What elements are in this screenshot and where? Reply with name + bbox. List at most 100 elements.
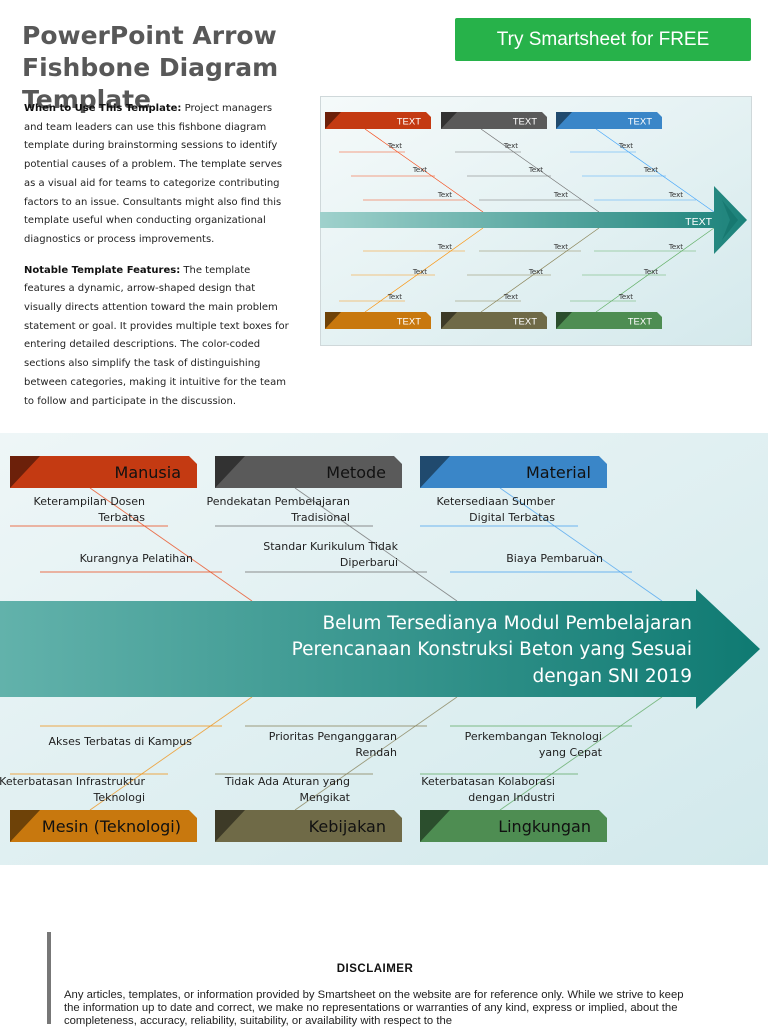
- thumbnail-cause-label: Text: [387, 293, 402, 301]
- thumbnail-bone-line: [364, 128, 484, 213]
- cause-text: Prioritas Penganggaran: [269, 730, 397, 743]
- cause-text: Perkembangan Teknologi: [465, 730, 602, 743]
- thumbnail-cause-label: Text: [528, 268, 543, 276]
- cause-text: Pendekatan Pembelajaran: [207, 495, 351, 508]
- problem-statement-line: Perencanaan Konstruksi Beton yang Sesuai: [292, 639, 692, 660]
- thumbnail-head-label: TEXT: [685, 216, 712, 228]
- thumbnail-category-banner: [325, 112, 431, 129]
- cause-text: Teknologi: [92, 791, 145, 804]
- thumbnail-cause-label: Text: [437, 191, 452, 199]
- thumbnail-category-banner: [441, 312, 547, 329]
- thumbnail-banner-accent: [556, 112, 572, 129]
- disclaimer-text: Any articles, templates, or information …: [64, 989, 684, 1027]
- thumbnail-cause-label: Text: [553, 191, 568, 199]
- features-text: The template features a dynamic, arrow-s…: [24, 264, 289, 407]
- category-banner-shape: [420, 810, 607, 842]
- features-paragraph: Notable Template Features: The template …: [24, 262, 292, 412]
- cause-text: Digital Terbatas: [469, 511, 555, 524]
- thumbnail-cause-label: Text: [618, 293, 633, 301]
- thumbnail-cause-label: Text: [412, 166, 427, 174]
- thumbnail-cause-label: Text: [387, 142, 402, 150]
- disclaimer-accent-bar: [47, 932, 51, 1024]
- try-smartsheet-button[interactable]: Try Smartsheet for FREE: [455, 18, 751, 61]
- thumbnail-bone-line: [480, 128, 600, 213]
- disclaimer-title: DISCLAIMER: [336, 963, 414, 975]
- category-banner-shape: [10, 810, 197, 842]
- category-banner-shape: [215, 810, 402, 842]
- thumbnail-category-banner: [556, 312, 662, 329]
- thumbnail-banner-accent: [441, 312, 457, 329]
- category-label: Lingkungan: [498, 817, 591, 836]
- thumbnail-bone-line: [480, 227, 600, 313]
- category-banner-top-0: Manusia: [10, 456, 197, 488]
- category-banner-top-1: Metode: [215, 456, 402, 488]
- page-title: PowerPoint Arrow Fishbone Diagram Templa…: [22, 21, 279, 114]
- thumbnail-banner-accent: [325, 112, 341, 129]
- cause-text: Mengikat: [300, 791, 351, 804]
- problem-statement-line: dengan SNI 2019: [532, 666, 692, 687]
- category-banner-accent: [420, 456, 450, 488]
- category-banner-accent: [215, 456, 245, 488]
- template-description: When to Use This Template: Project manag…: [24, 100, 292, 423]
- thumbnail-cause-label: Text: [668, 243, 683, 251]
- thumbnail-arrow-inner: [722, 200, 738, 240]
- thumbnail-category-banner: [556, 112, 662, 129]
- bottom-bone-line: [89, 696, 253, 811]
- cause-text: Rendah: [355, 746, 397, 759]
- thumbnail-category-banner: [441, 112, 547, 129]
- top-bone-line: [499, 487, 663, 602]
- thumbnail-cause-label: Text: [643, 268, 658, 276]
- category-banner-bottom-1: Kebijakan: [215, 810, 402, 842]
- category-banner-shape: [10, 456, 197, 488]
- thumbnail-banner-accent: [556, 312, 572, 329]
- category-banner-accent: [420, 810, 450, 842]
- fishbone-diagram-svg: Belum Tersedianya Modul PembelajaranPere…: [0, 433, 768, 865]
- top-bone-line: [89, 487, 253, 602]
- cause-text: Akses Terbatas di Kampus: [49, 735, 193, 748]
- cause-text: Ketersediaan Sumber: [437, 495, 556, 508]
- bottom-bone-line: [499, 696, 663, 811]
- cause-text: Tradisional: [290, 511, 350, 524]
- thumbnail-spine-arrow: [320, 186, 747, 254]
- thumbnail-category-label: TEXT: [513, 117, 537, 128]
- category-banner-accent: [215, 810, 245, 842]
- category-label: Mesin (Teknologi): [42, 817, 181, 836]
- cause-text: Kurangnya Pelatihan: [80, 552, 193, 565]
- thumbnail-cause-label: Text: [412, 268, 427, 276]
- thumbnail-banner-accent: [441, 112, 457, 129]
- thumbnail-bone-line: [595, 227, 715, 313]
- category-label: Material: [526, 463, 591, 482]
- cause-text: Keterbatasan Infrastruktur: [0, 775, 145, 788]
- thumbnail-category-label: TEXT: [628, 317, 652, 328]
- thumbnail-cause-label: Text: [503, 293, 518, 301]
- thumbnail-category-label: TEXT: [397, 317, 421, 328]
- category-label: Kebijakan: [309, 817, 386, 836]
- cause-text: yang Cepat: [539, 746, 603, 759]
- problem-statement-line: Belum Tersedianya Modul Pembelajaran: [322, 613, 692, 634]
- category-label: Metode: [326, 463, 386, 482]
- spine-arrow: [0, 589, 760, 709]
- thumbnail-cause-label: Text: [643, 166, 658, 174]
- thumbnail-banner-accent: [325, 312, 341, 329]
- cause-text: Tidak Ada Aturan yang: [224, 775, 350, 788]
- cause-text: Biaya Pembaruan: [506, 552, 603, 565]
- cause-text: Keterbatasan Kolaborasi: [421, 775, 555, 788]
- thumbnail-category-label: TEXT: [628, 117, 652, 128]
- category-banner-shape: [215, 456, 402, 488]
- thumbnail-cause-label: Text: [668, 191, 683, 199]
- category-banner-bottom-2: Lingkungan: [420, 810, 607, 842]
- features-heading: Notable Template Features:: [24, 264, 181, 276]
- thumbnail-category-label: TEXT: [397, 117, 421, 128]
- bottom-bone-line: [294, 696, 458, 811]
- thumbnail-bone-line: [364, 227, 484, 313]
- cause-text: Standar Kurikulum Tidak: [263, 540, 398, 553]
- cause-text: Diperbarui: [340, 556, 398, 569]
- category-banner-shape: [420, 456, 607, 488]
- category-banner-accent: [10, 456, 40, 488]
- when-to-use-heading: When to Use This Template:: [24, 103, 182, 114]
- thumbnail-category-label: TEXT: [513, 317, 537, 328]
- cause-text: dengan Industri: [468, 791, 555, 804]
